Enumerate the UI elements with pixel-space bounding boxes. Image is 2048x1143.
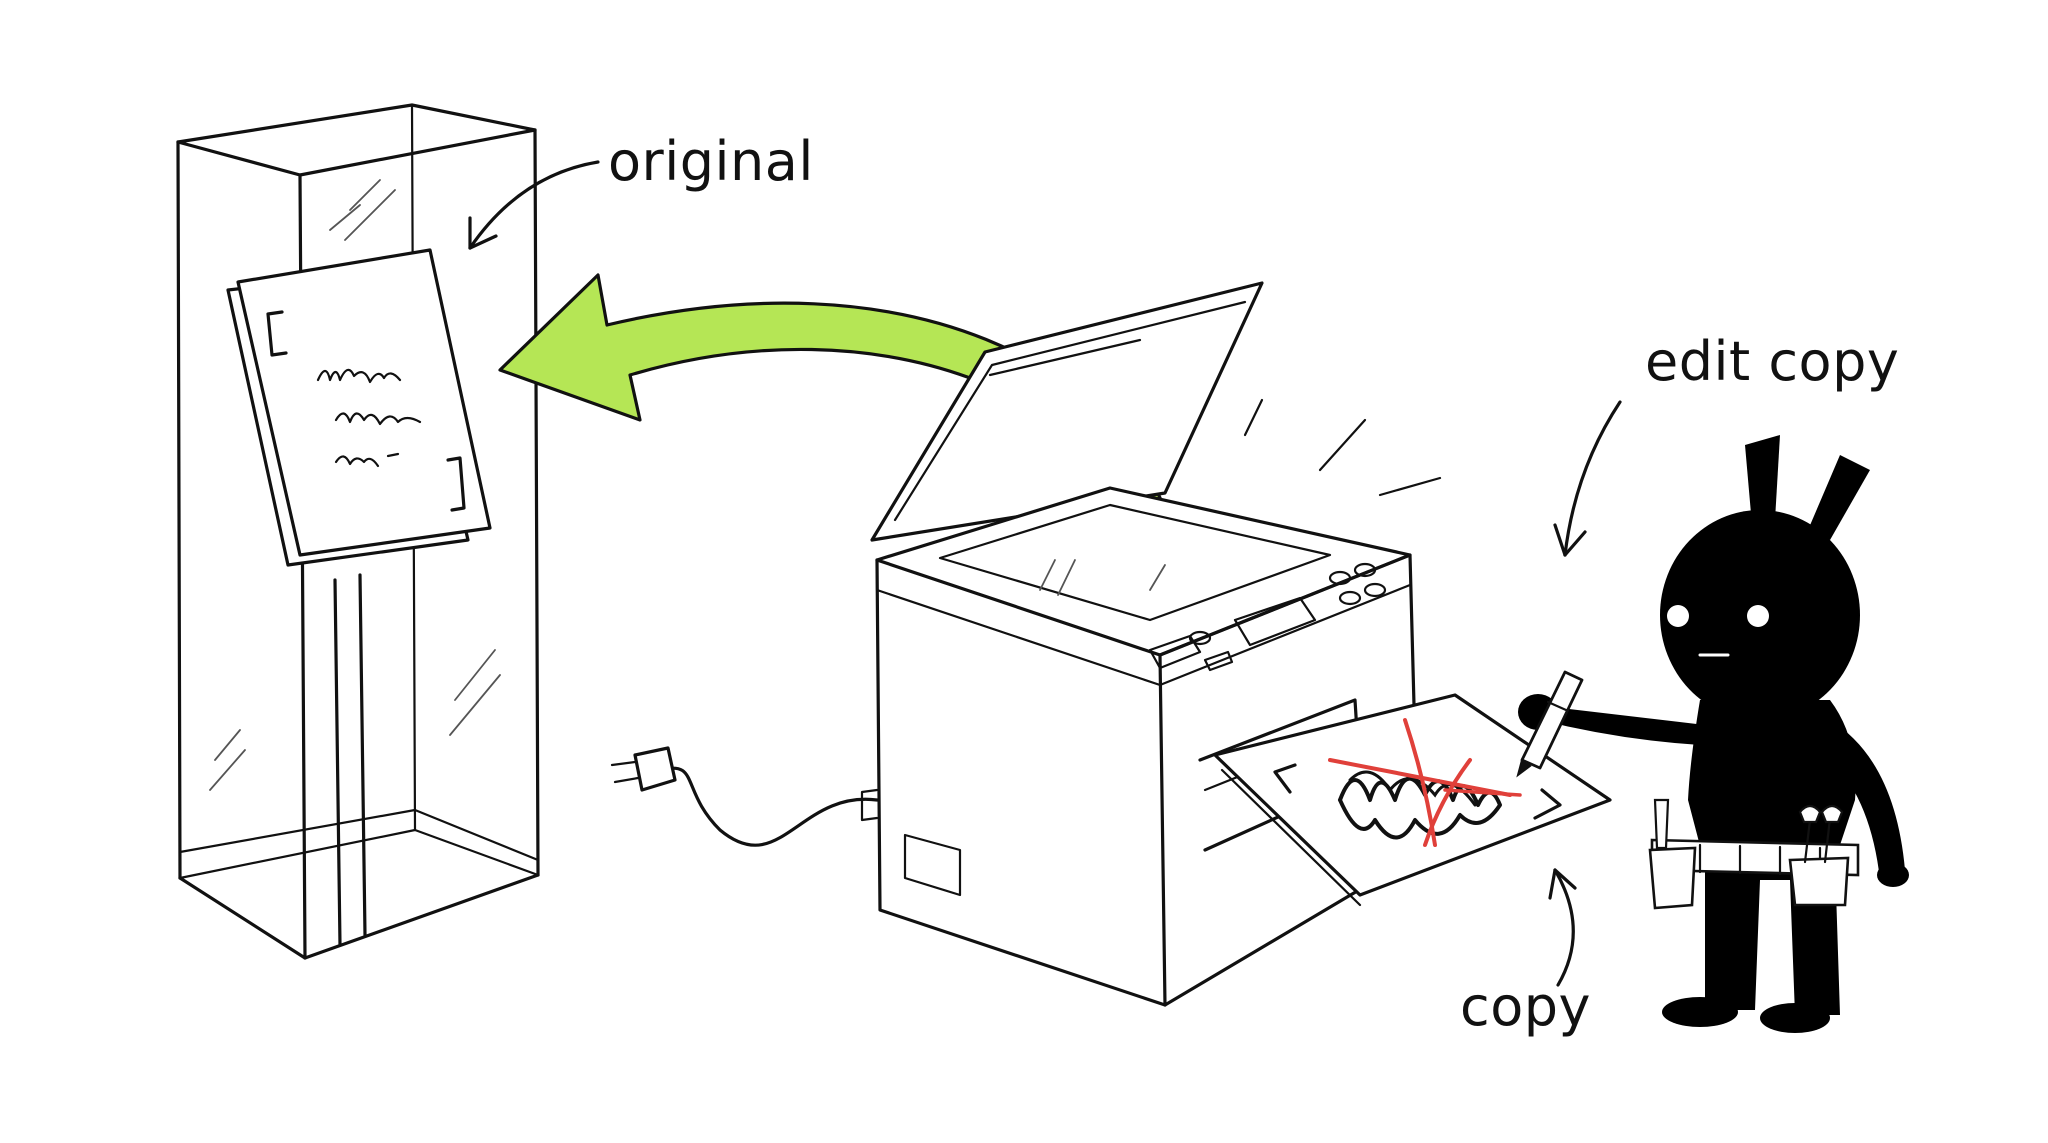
character-eye-left [1667,605,1689,627]
original-label: original [608,130,814,193]
copy-label: copy [1460,975,1591,1038]
wrench-icon [1798,804,1844,864]
edit-copy-label: edit copy [1645,330,1900,393]
power-plug-icon [610,746,677,792]
pen-icon [1516,670,1584,778]
original-pointer-arrow [468,160,600,250]
copy-pointer-arrow [1553,868,1575,987]
character-eye-right [1747,605,1769,627]
paper-copy [1213,693,1612,907]
original-document [226,248,492,567]
edit-copy-pointer-arrow [1563,400,1622,557]
black-rabbit-character [1518,435,1909,1033]
photocopier [658,281,1442,1007]
